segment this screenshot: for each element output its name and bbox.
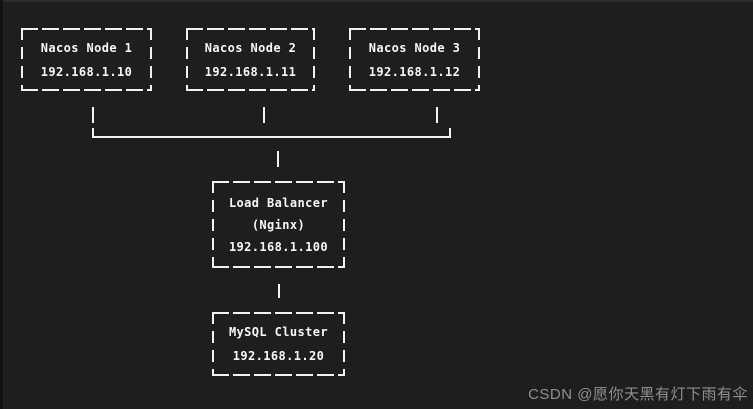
load-balancer-title: Load Balancer (228, 195, 329, 210)
nacos-node-2-title: Nacos Node 2 (204, 40, 297, 55)
nacos-node-2-box: Nacos Node 2 192.168.1.11 (186, 28, 315, 91)
csdn-watermark: CSDN @愿你天黑有灯下雨有伞 (528, 386, 748, 403)
load-balancer-box: Load Balancer (Nginx) 192.168.1.100 (212, 181, 345, 268)
nacos-node-3-title: Nacos Node 3 (368, 40, 461, 55)
mysql-cluster-ip: 192.168.1.20 (232, 349, 325, 363)
connector-node1-drop (92, 107, 94, 123)
load-balancer-subtitle: (Nginx) (251, 217, 306, 232)
nacos-node-1-box: Nacos Node 1 192.168.1.10 (21, 28, 152, 91)
connector-node2-drop (263, 107, 265, 123)
mysql-cluster-title: MySQL Cluster (228, 325, 329, 339)
nacos-node-2-ip: 192.168.1.11 (204, 64, 297, 79)
load-balancer-ip: 192.168.1.100 (228, 239, 329, 254)
nacos-node-1-title: Nacos Node 1 (40, 40, 133, 55)
connector-node3-drop (436, 107, 438, 123)
connector-loadbalancer-to-mysql (278, 284, 280, 298)
nacos-node-3-box: Nacos Node 3 192.168.1.12 (349, 28, 480, 91)
nacos-node-3-ip: 192.168.1.12 (368, 64, 461, 79)
mysql-cluster-box: MySQL Cluster 192.168.1.20 (212, 312, 345, 376)
nacos-node-1-ip: 192.168.1.10 (40, 64, 133, 79)
connector-bus-line (92, 128, 451, 138)
connector-bus-to-loadbalancer (277, 151, 279, 167)
